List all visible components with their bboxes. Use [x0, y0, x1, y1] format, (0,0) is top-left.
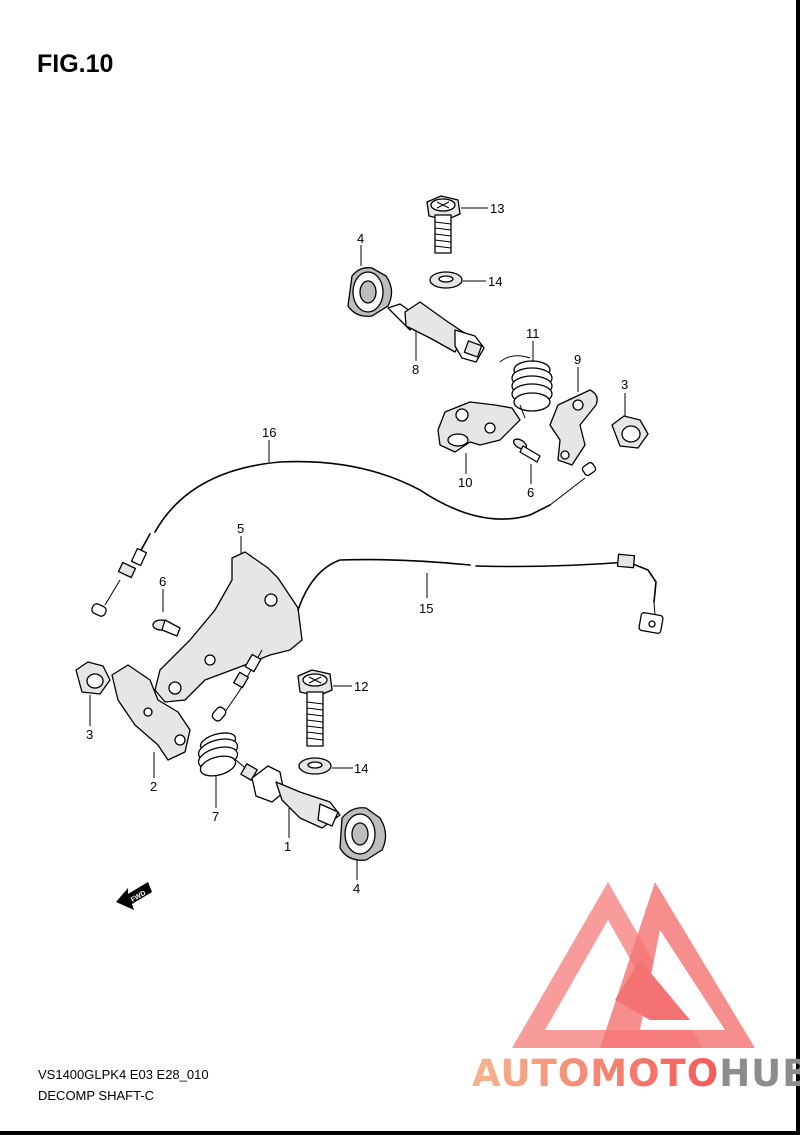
callout-9: 9 — [574, 352, 581, 367]
figure-title: FIG.10 — [37, 50, 114, 78]
spring-11 — [499, 355, 553, 419]
callout-12: 12 — [354, 679, 368, 694]
callout-2: 2 — [150, 779, 157, 794]
model-code: VS1400GLPK4 E03 E28_010 — [38, 1067, 209, 1082]
frame-bottom-border — [0, 1131, 800, 1135]
shaft-1 — [240, 763, 341, 829]
lever-9 — [549, 389, 598, 466]
callout-4-upper: 4 — [357, 231, 364, 246]
screw-6-upper — [512, 438, 541, 463]
callout-3-upper: 3 — [621, 377, 628, 392]
fwd-arrow-icon: FWD — [116, 882, 152, 910]
washer-14-upper — [429, 271, 463, 289]
callout-6-lower: 6 — [159, 574, 166, 589]
cable-15 — [211, 553, 664, 722]
nut-3-upper — [611, 415, 649, 449]
bracket-10 — [437, 401, 521, 453]
bolt-12 — [297, 669, 333, 747]
callout-14-upper: 14 — [488, 274, 502, 289]
washer-14-lower — [298, 757, 332, 775]
watermark-logo-icon — [512, 882, 755, 1048]
screw-6-lower — [152, 619, 181, 637]
nut-3-lower — [75, 661, 111, 695]
watermark-part1: AUTOMOTO — [472, 1052, 720, 1095]
callout-10: 10 — [458, 475, 472, 490]
callout-14-lower: 14 — [354, 761, 368, 776]
callout-7: 7 — [212, 809, 219, 824]
callout-11: 11 — [526, 326, 540, 341]
bearing-4-lower — [339, 807, 387, 861]
callout-5: 5 — [237, 521, 244, 536]
callout-8: 8 — [412, 362, 419, 377]
callout-4-lower: 4 — [353, 881, 360, 896]
bracket-2 — [111, 664, 191, 761]
watermark-wordmark: AUTOMOTOHUB — [472, 1052, 800, 1095]
spring-7 — [197, 732, 253, 777]
bearing-4-upper — [347, 267, 393, 317]
plate-5 — [154, 551, 303, 703]
shaft-8 — [387, 301, 485, 363]
frame-right-border — [796, 0, 800, 1135]
callout-16: 16 — [262, 425, 276, 440]
callout-3-lower: 3 — [86, 727, 93, 742]
callout-1: 1 — [284, 839, 291, 854]
callout-13: 13 — [490, 201, 504, 216]
bolt-13 — [426, 195, 461, 254]
callout-15: 15 — [419, 601, 433, 616]
cable-16 — [91, 460, 597, 617]
section-name: DECOMP SHAFT-C — [38, 1088, 155, 1103]
watermark-part2: HUB — [719, 1052, 800, 1095]
callout-6-upper: 6 — [527, 485, 534, 500]
